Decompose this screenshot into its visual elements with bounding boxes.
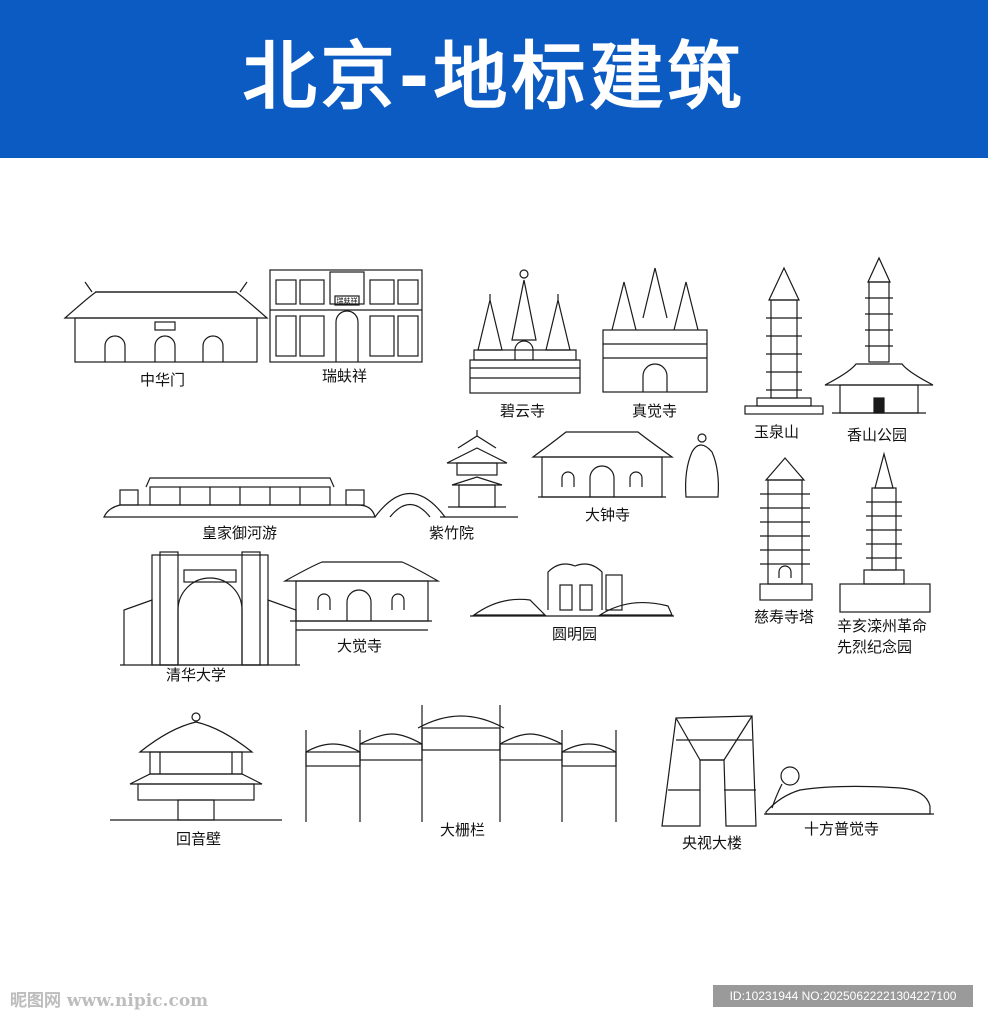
- label-xiangshan: 香山公园: [847, 426, 908, 444]
- header-banner: 北京-地标建筑: [0, 0, 988, 158]
- zhenjuesi-drawing: [602, 267, 708, 393]
- zhonghuamen-drawing: [63, 281, 269, 363]
- label-dajuesi: 大觉寺: [337, 637, 383, 655]
- label-yuanmingyuan: 圆明园: [552, 625, 598, 643]
- label-xinhai-line2: 先烈纪念园: [837, 638, 913, 656]
- dashilan-drawing: [305, 705, 617, 822]
- label-shifang: 十方普觉寺: [804, 820, 880, 838]
- biyunsi-drawing: [469, 269, 581, 394]
- label-dashilan: 大栅栏: [440, 821, 486, 839]
- label-zhenjuesi: 真觉寺: [632, 402, 678, 420]
- cishousi-drawing: [759, 457, 813, 601]
- label-yangshi: 央视大楼: [682, 834, 743, 852]
- label-huangjia: 皇家御河游: [202, 524, 278, 542]
- label-ruifuxiang: 瑞蚨祥: [322, 367, 368, 385]
- label-xinhai-line1: 辛亥滦州革命: [837, 617, 928, 635]
- zizhuyuan-drawing: [374, 430, 518, 518]
- ruifuxiang-sign: 瑞蚨祥: [337, 296, 358, 305]
- qinghua-drawing: [120, 551, 300, 666]
- label-zhonghuamen: 中华门: [140, 371, 186, 389]
- watermark-left: 昵图网 www.nipic.com: [10, 991, 209, 1011]
- label-dazhongsi: 大钟寺: [585, 506, 631, 524]
- huangjia-drawing: [103, 477, 376, 518]
- yuquanshan-drawing: [744, 266, 824, 415]
- yuanmingyuan-drawing: [470, 563, 674, 617]
- xinhai-drawing: [839, 451, 931, 613]
- watermark-right: ID:10231944 NO:20250622221304227100: [713, 985, 973, 1007]
- label-biyunsi: 碧云寺: [500, 402, 546, 420]
- dajuesi-drawing: [282, 561, 441, 631]
- page-title: 北京-地标建筑: [242, 34, 746, 120]
- shifang-drawing: [764, 766, 934, 815]
- huiyinbi-drawing: [110, 712, 282, 821]
- label-qinghua: 清华大学: [166, 666, 227, 684]
- label-yuquanshan: 玉泉山: [754, 423, 800, 441]
- yangshi-drawing: [661, 715, 757, 827]
- xiangshan-drawing: [824, 256, 934, 414]
- label-huiyinbi: 回音壁: [176, 830, 222, 848]
- label-cishousi: 慈寿寺塔: [754, 608, 815, 626]
- ruifuxiang-drawing: [269, 269, 423, 363]
- dazhongsi-drawing: [531, 431, 719, 498]
- label-zizhuyuan: 紫竹院: [429, 524, 475, 542]
